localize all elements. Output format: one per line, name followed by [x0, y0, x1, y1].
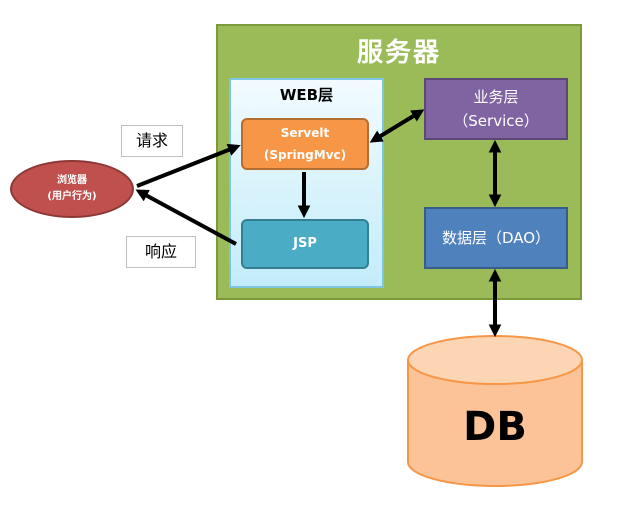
browser-subtitle: (用户行为) [47, 191, 97, 202]
servlet-framework: (SpringMvc) [263, 148, 347, 162]
service-layer-english: （Service） [453, 112, 539, 130]
server-title: 服务器 [356, 38, 441, 68]
browser-node: 浏览器 (用户行为) [10, 160, 134, 218]
dao-layer-node: 数据层（DAO） [424, 207, 568, 269]
service-layer-node: 业务层 （Service） [424, 78, 568, 140]
web-layer-title: WEB层 [279, 86, 334, 104]
database-cylinder [407, 335, 583, 487]
jsp-node: JSP [241, 219, 369, 269]
dao-layer-label: 数据层（DAO） [441, 229, 551, 247]
response-label: 响应 [126, 236, 196, 268]
request-arrow [136, 143, 241, 188]
servlet-name: Servelt [280, 126, 330, 140]
browser-name: 浏览器 [57, 175, 87, 186]
response-arrow [135, 189, 237, 246]
servlet-node: Servelt (SpringMvc) [241, 118, 369, 170]
database-label: DB [463, 404, 527, 450]
request-label: 请求 [121, 125, 183, 157]
servlet-service-arrow [369, 109, 425, 143]
service-layer-name: 业务层 [473, 88, 519, 106]
jsp-label: JSP [293, 236, 317, 251]
